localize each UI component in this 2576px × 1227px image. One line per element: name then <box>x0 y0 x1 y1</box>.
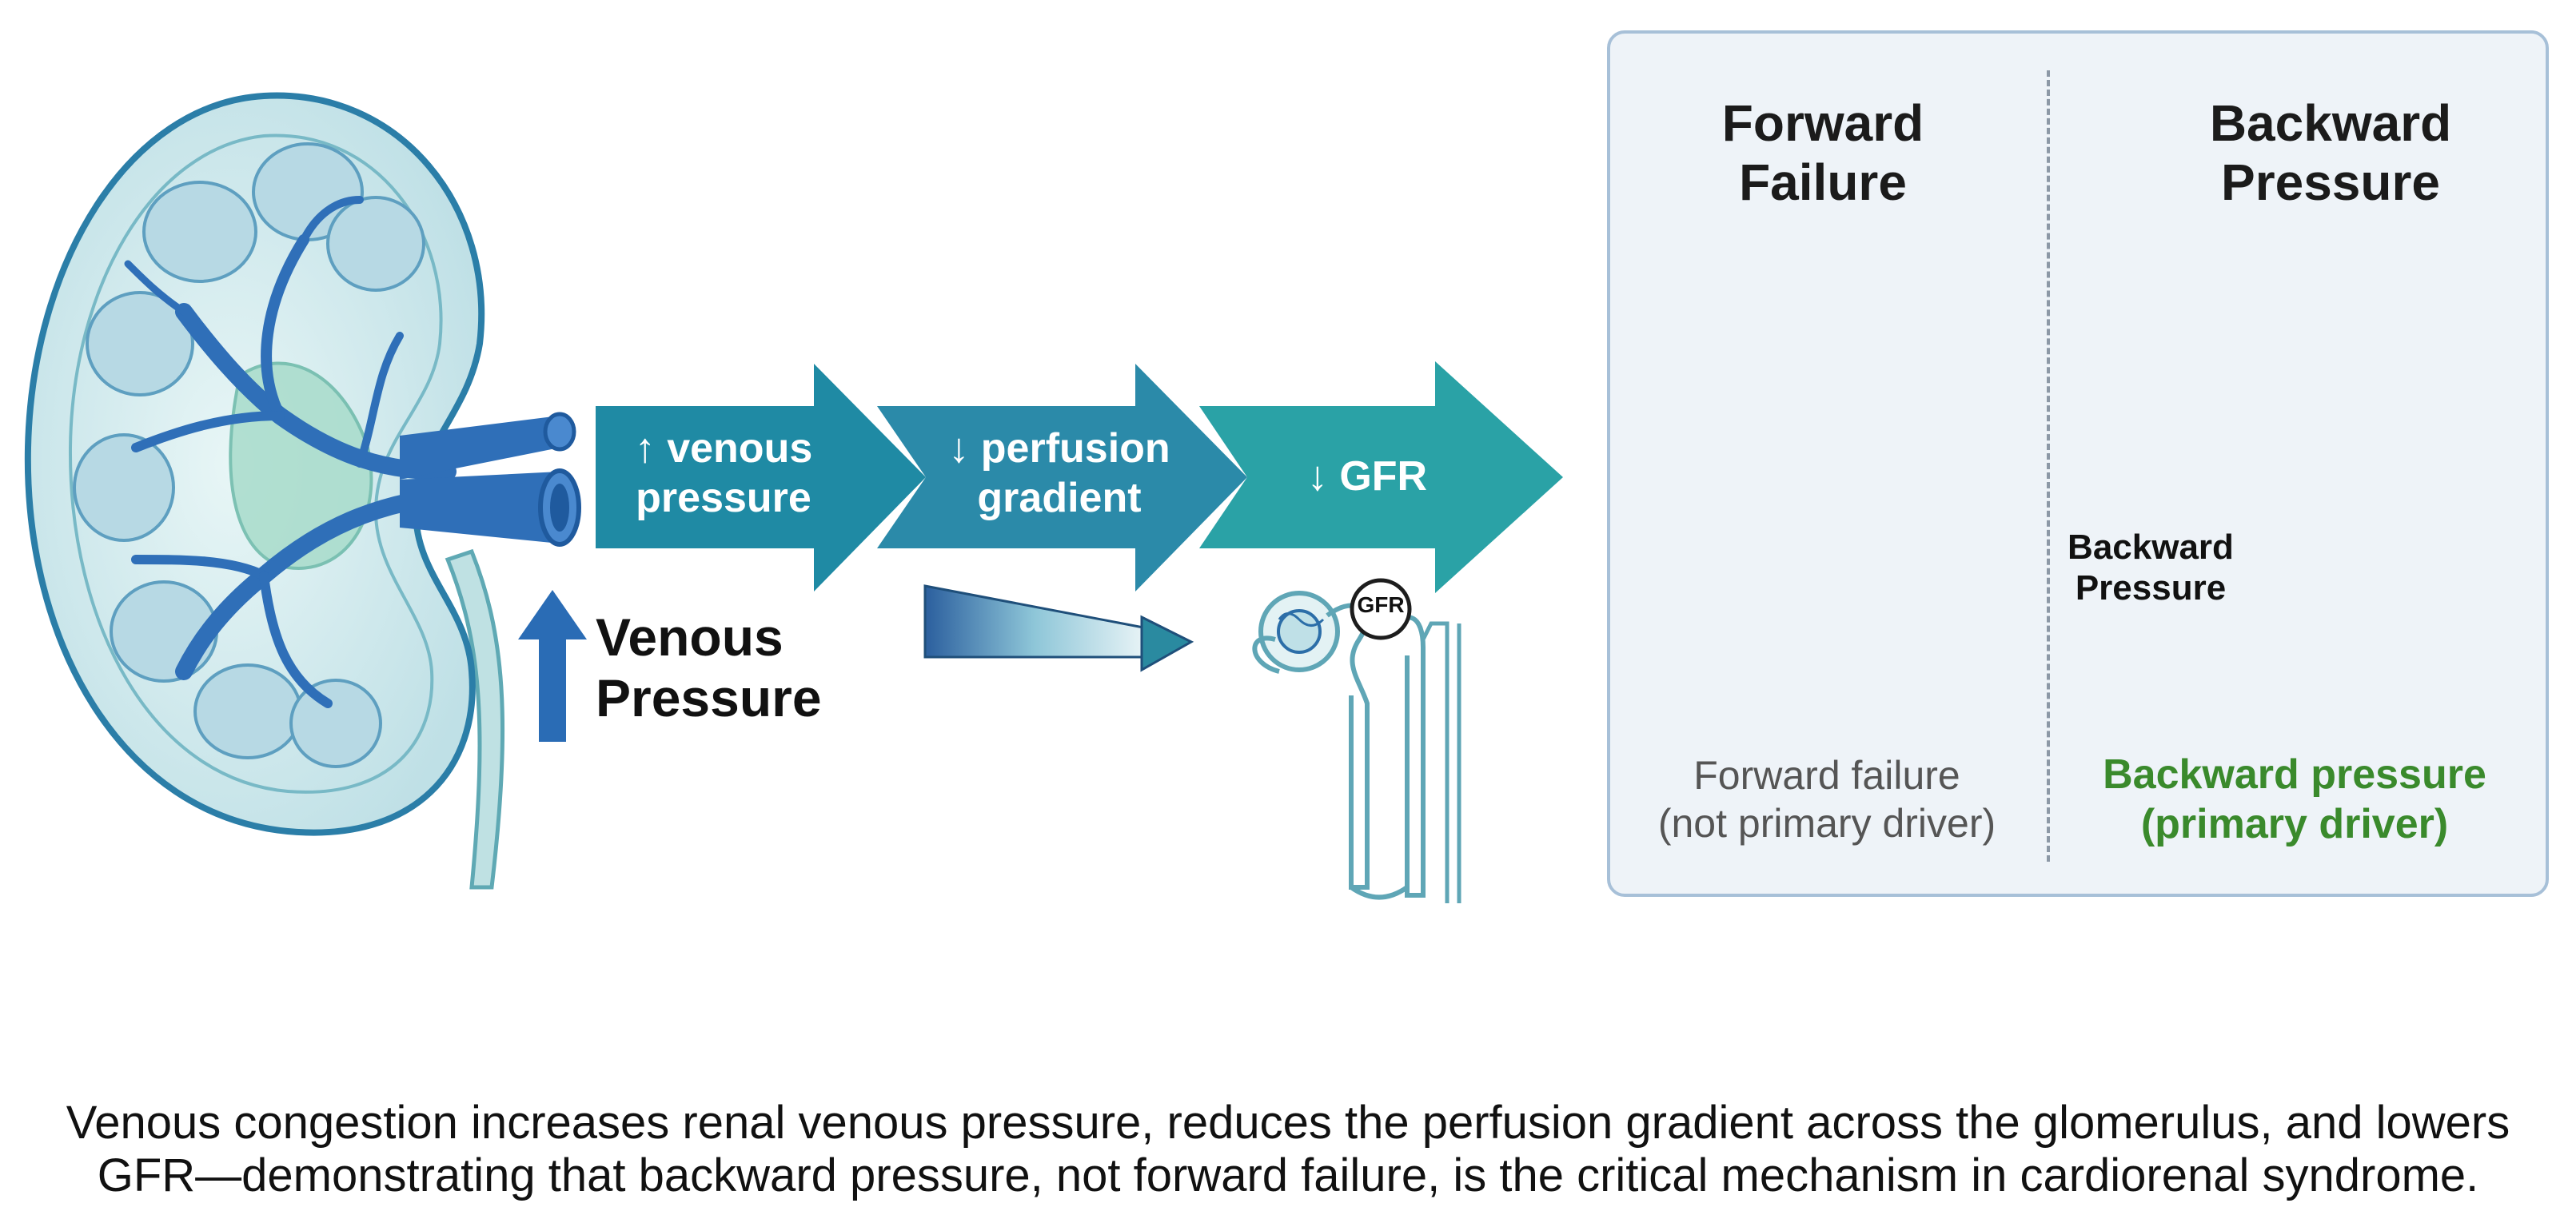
backward-arrow-label-line2: Pressure <box>2075 568 2227 608</box>
forward-failure-title: Forward Failure <box>1663 94 1983 212</box>
figure-caption: Venous congestion increases renal venous… <box>0 1097 2576 1202</box>
flow-arrow-2 <box>877 364 1247 592</box>
flow-step-3-text: ↓ GFR <box>1306 453 1428 500</box>
flow-arrow-3 <box>1199 361 1563 593</box>
backward-pressure-title-line2: Pressure <box>2221 153 2440 211</box>
backward-pressure-caption-line2: (primary driver) <box>2140 801 2449 848</box>
renal-vein-trunks <box>400 412 581 547</box>
forward-failure-title-line2: Failure <box>1739 153 1907 211</box>
figure-caption-line1: Venous congestion increases renal venous… <box>66 1097 2510 1149</box>
panel-divider <box>2047 70 2050 862</box>
venous-pressure-label-line1: Venous <box>596 608 784 667</box>
backward-pressure-title: Backward Pressure <box>2171 94 2490 212</box>
forward-failure-caption-line2: (not primary driver) <box>1657 801 1996 846</box>
backward-pressure-caption: Backward pressure (primary driver) <box>2079 750 2510 850</box>
forward-failure-caption: Forward failure (not primary driver) <box>1623 751 2031 847</box>
forward-failure-title-line1: Forward <box>1721 94 1924 152</box>
forward-failure-caption-line1: Forward failure <box>1693 753 1960 798</box>
renal-veins <box>124 196 457 708</box>
backward-arrow-label: Backward Pressure <box>2047 528 2255 608</box>
backward-pressure-caption-line1: Backward pressure <box>2103 751 2486 798</box>
venous-pressure-label-line2: Pressure <box>596 667 822 727</box>
nephron-illustration <box>1252 578 1461 903</box>
kidney-illustration <box>24 92 581 890</box>
kidney-cortex <box>68 133 443 794</box>
ureter <box>445 548 505 890</box>
flow-step-2-line2: gradient <box>977 475 1142 522</box>
flow-arrow-1 <box>596 364 926 592</box>
flow-step-1-line2: pressure <box>636 475 811 522</box>
flow-step-1-line1: ↑ venous <box>634 425 813 472</box>
backward-arrow-label-line1: Backward <box>2068 528 2234 567</box>
venous-pressure-up-arrow <box>518 590 587 742</box>
comparison-panel <box>1607 30 2549 897</box>
backward-pressure-title-line1: Backward <box>2209 94 2452 152</box>
flow-step-3-label: ↓ GFR <box>1287 452 1447 501</box>
flow-step-2-line1: ↓ perfusion <box>948 425 1170 472</box>
flow-step-1-label: ↑ venous pressure <box>624 424 823 524</box>
perfusion-gradient-wedge <box>923 584 1194 672</box>
flow-step-2-label: ↓ perfusion gradient <box>935 424 1183 524</box>
nephron-gfr-badge: GFR <box>1352 592 1410 618</box>
venous-pressure-label: Venous Pressure <box>596 608 822 729</box>
nephron-gfr-badge-text: GFR <box>1357 592 1405 617</box>
figure-caption-line2: GFR—demonstrating that backward pressure… <box>97 1149 2479 1202</box>
flow-arrows <box>596 361 1563 593</box>
